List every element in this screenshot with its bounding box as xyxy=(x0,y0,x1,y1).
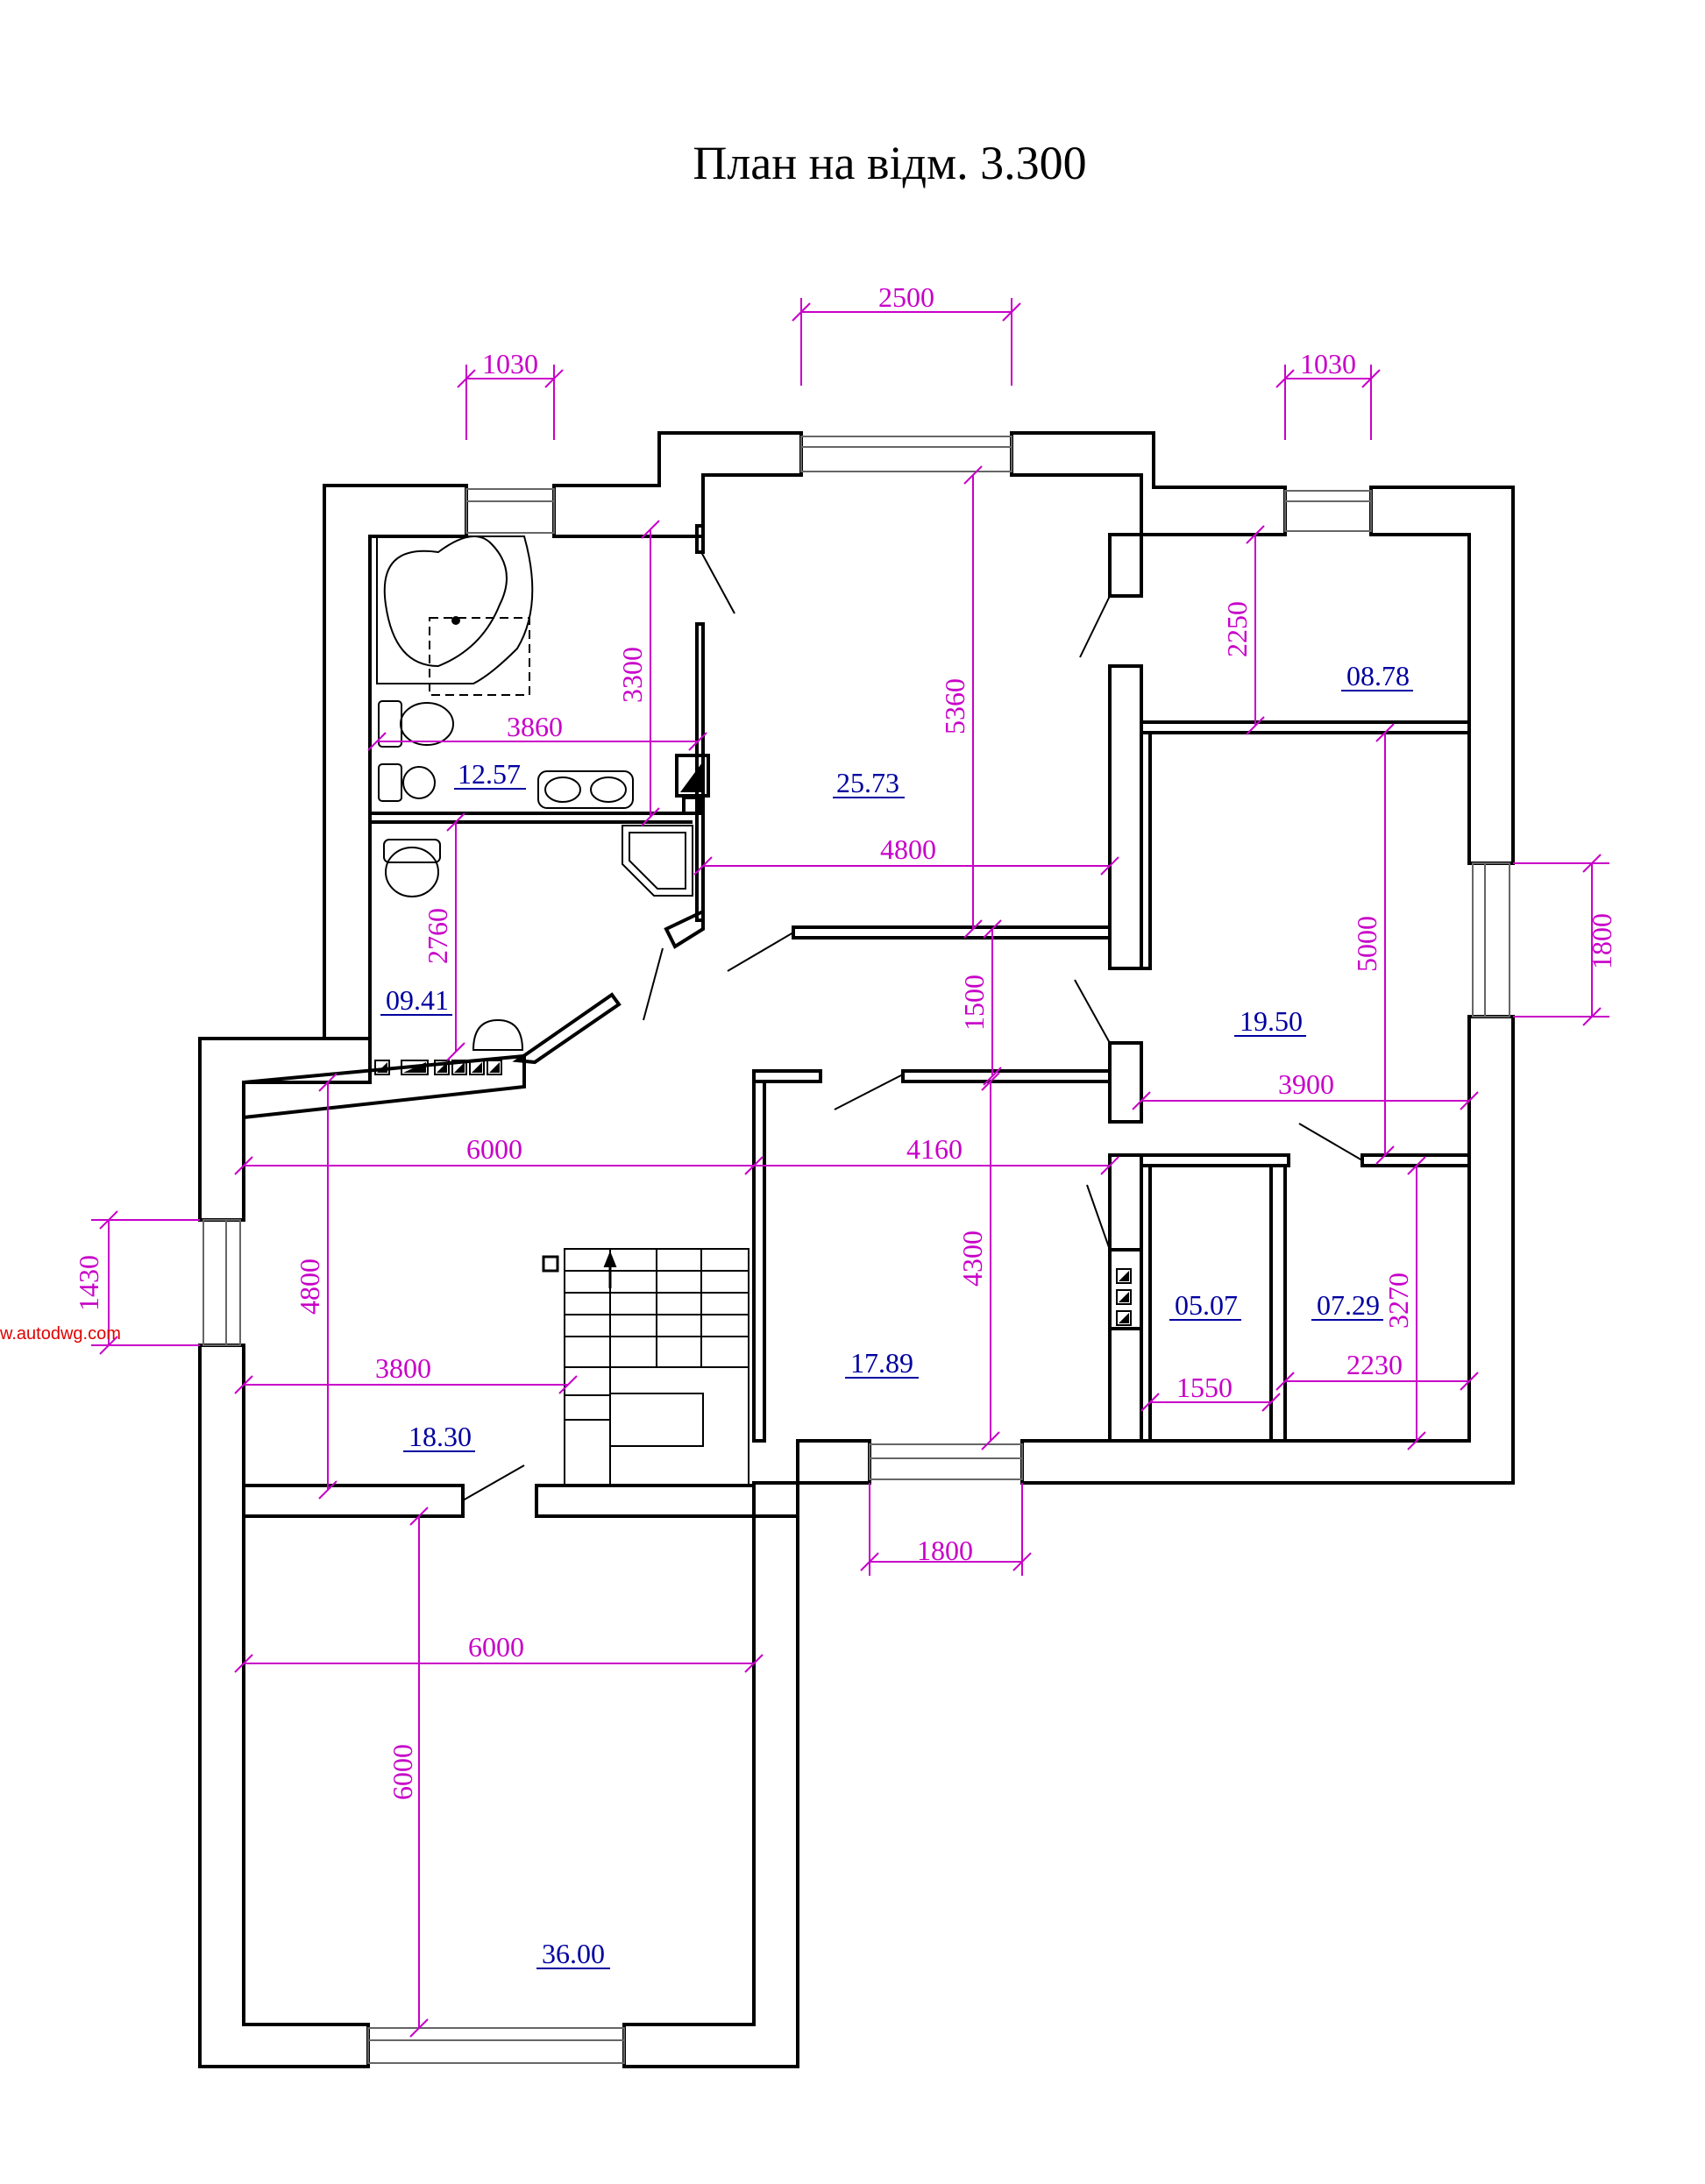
dim-bath-top-width: 3860 xyxy=(507,711,563,742)
dimension-labels: 2500 1030 1030 3300 3860 5360 4800 2250 … xyxy=(73,281,1617,1800)
area-bath-lower: 09.41 xyxy=(386,984,449,1016)
area-room-center: 17.89 xyxy=(850,1347,913,1379)
staircase-icon xyxy=(542,1248,749,1486)
window-top-left xyxy=(465,488,555,534)
dim-closet-b-width: 2230 xyxy=(1346,1349,1403,1380)
window-west xyxy=(202,1219,241,1346)
area-room-south: 36.00 xyxy=(542,1938,605,1969)
ventilation-shafts xyxy=(374,1060,1132,1326)
area-closet-b: 07.29 xyxy=(1317,1289,1380,1321)
window-south-room xyxy=(869,1443,1023,1480)
area-room-ne: 08.78 xyxy=(1346,660,1410,691)
dim-top-window-center: 2500 xyxy=(878,281,934,313)
area-closet-a: 05.07 xyxy=(1175,1289,1238,1321)
sink-icon xyxy=(472,1018,524,1051)
area-room-east: 19.50 xyxy=(1240,1005,1303,1037)
dim-room-south-height: 6000 xyxy=(387,1744,418,1800)
door-swings xyxy=(462,551,1363,1501)
window-top-center xyxy=(800,436,1012,472)
dim-closet-b-height: 3270 xyxy=(1382,1273,1414,1329)
dim-east-window: 1800 xyxy=(1586,913,1617,969)
area-hall: 18.30 xyxy=(408,1421,472,1452)
dim-hall-inner-width: 3800 xyxy=(375,1352,431,1384)
dim-room-center-height: 4300 xyxy=(956,1230,988,1287)
dimension-lines xyxy=(91,298,1609,2038)
dim-corridor-width: 1500 xyxy=(958,975,990,1031)
watermark-text: w.autodwg.com xyxy=(0,1324,121,1344)
area-bedroom-main: 25.73 xyxy=(836,767,899,798)
dim-south-window: 1800 xyxy=(917,1535,973,1566)
window-top-right xyxy=(1284,490,1372,532)
plan-title: План на відм. 3.300 xyxy=(693,137,1086,189)
dim-west-window: 1430 xyxy=(73,1255,104,1311)
windows xyxy=(202,436,1510,2064)
dim-top-window-left: 1030 xyxy=(482,348,538,379)
dim-bath-top-height: 3300 xyxy=(616,647,648,703)
dim-bath-lower-height: 2760 xyxy=(422,908,453,964)
dim-room-ne-height: 2250 xyxy=(1221,601,1253,657)
room-area-labels: 12.57 25.73 08.78 09.41 19.50 17.89 05.0… xyxy=(380,660,1413,1969)
interior-walls xyxy=(242,524,1471,1518)
dim-room-east-width: 3900 xyxy=(1278,1068,1334,1100)
shower-icon xyxy=(622,825,693,897)
dim-room-south-width: 6000 xyxy=(468,1631,524,1663)
dim-top-window-right: 1030 xyxy=(1300,348,1356,379)
window-south xyxy=(367,2027,625,2064)
dim-room-center-width: 4160 xyxy=(906,1133,963,1165)
dim-bedroom-height: 5360 xyxy=(939,678,970,734)
dim-bedroom-width: 4800 xyxy=(880,833,936,865)
dim-room-east-height: 5000 xyxy=(1351,916,1382,972)
double-sink-icon xyxy=(537,770,634,809)
dim-hall-width: 6000 xyxy=(466,1133,522,1165)
dim-hall-height: 4800 xyxy=(294,1259,325,1315)
exterior-walls xyxy=(198,431,1515,2068)
bathtub-icon xyxy=(376,535,534,696)
dim-closet-a-width: 1550 xyxy=(1176,1372,1233,1403)
area-bath-top: 12.57 xyxy=(458,758,521,790)
window-east xyxy=(1472,862,1510,1018)
toilet-icon xyxy=(378,700,454,897)
